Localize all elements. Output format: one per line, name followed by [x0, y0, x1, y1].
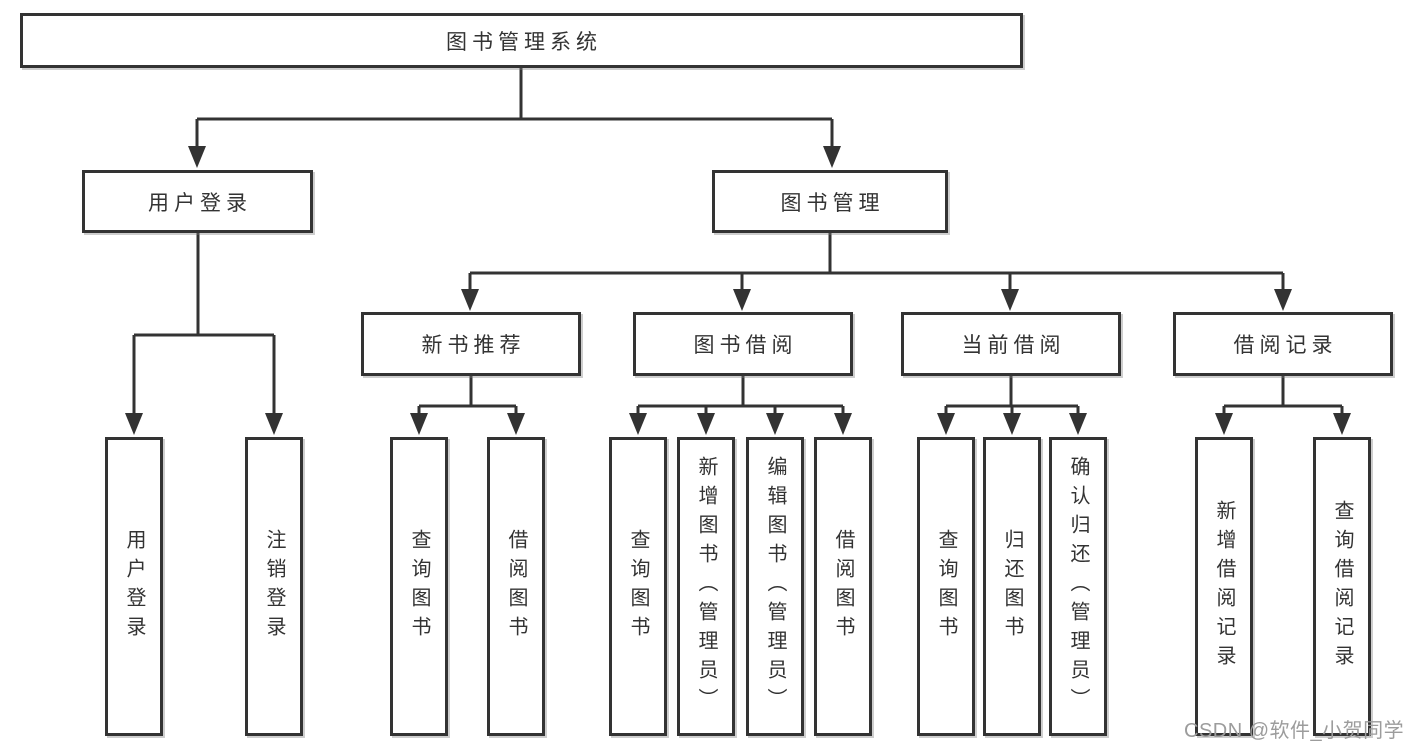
- node-label: 借阅图书: [832, 528, 854, 645]
- node-label: 图书借阅: [693, 334, 798, 357]
- node-book-management: 图书管理: [712, 170, 948, 233]
- node-label: 用户登录: [148, 191, 252, 215]
- node-borrow-books-recommend: 借阅图书: [487, 437, 545, 736]
- node-logout: 注销登录: [245, 437, 303, 736]
- node-library-management-system: 图书管理系统: [20, 13, 1023, 68]
- node-book-borrowing: 图书借阅: [633, 312, 853, 376]
- node-return-books: 归还图书: [983, 437, 1041, 736]
- node-borrowing-records: 借阅记录: [1173, 312, 1393, 376]
- connector-path: [132, 68, 1344, 417]
- arrow-down-icons: [125, 146, 1351, 435]
- node-borrow-books-borrowing: 借阅图书: [814, 437, 872, 736]
- node-new-book-recommendation: 新书推荐: [361, 312, 581, 376]
- node-query-books-borrowing: 查询图书: [609, 437, 667, 736]
- node-label: 注销登录: [263, 528, 285, 645]
- node-label: 借阅图书: [505, 528, 527, 645]
- node-query-books-current: 查询图书: [917, 437, 975, 736]
- node-label: 新增借阅记录: [1213, 499, 1235, 674]
- node-label: 归还图书: [1001, 528, 1023, 645]
- node-label: 新增图书（管理员）: [695, 456, 717, 717]
- node-label: 查询图书: [627, 528, 649, 645]
- node-label: 编辑图书（管理员）: [764, 456, 786, 717]
- node-query-borrow-record: 查询借阅记录: [1313, 437, 1371, 736]
- node-label: 查询图书: [935, 528, 957, 645]
- node-label: 用户登录: [123, 528, 145, 645]
- node-label: 当前借阅: [961, 334, 1066, 357]
- node-label: 查询借阅记录: [1331, 499, 1353, 674]
- node-current-borrowing: 当前借阅: [901, 312, 1121, 376]
- node-label: 图书管理: [780, 191, 885, 215]
- node-label: 确认归还（管理员）: [1067, 456, 1089, 717]
- node-label: 查询图书: [408, 528, 430, 645]
- node-label: 图书管理系统: [446, 30, 602, 54]
- node-query-books-recommend: 查询图书: [390, 437, 448, 736]
- node-add-borrow-record: 新增借阅记录: [1195, 437, 1253, 736]
- csdn-watermark: CSDN @软件_小贺同学: [1184, 720, 1405, 742]
- node-label: 新书推荐: [421, 334, 526, 357]
- node-label: 借阅记录: [1233, 334, 1338, 357]
- node-add-book-admin: 新增图书（管理员）: [677, 437, 735, 736]
- node-user-login: 用户登录: [82, 170, 313, 233]
- node-confirm-return-admin: 确认归还（管理员）: [1049, 437, 1107, 736]
- node-edit-book-admin: 编辑图书（管理员）: [746, 437, 804, 736]
- node-user-login-leaf: 用户登录: [105, 437, 163, 736]
